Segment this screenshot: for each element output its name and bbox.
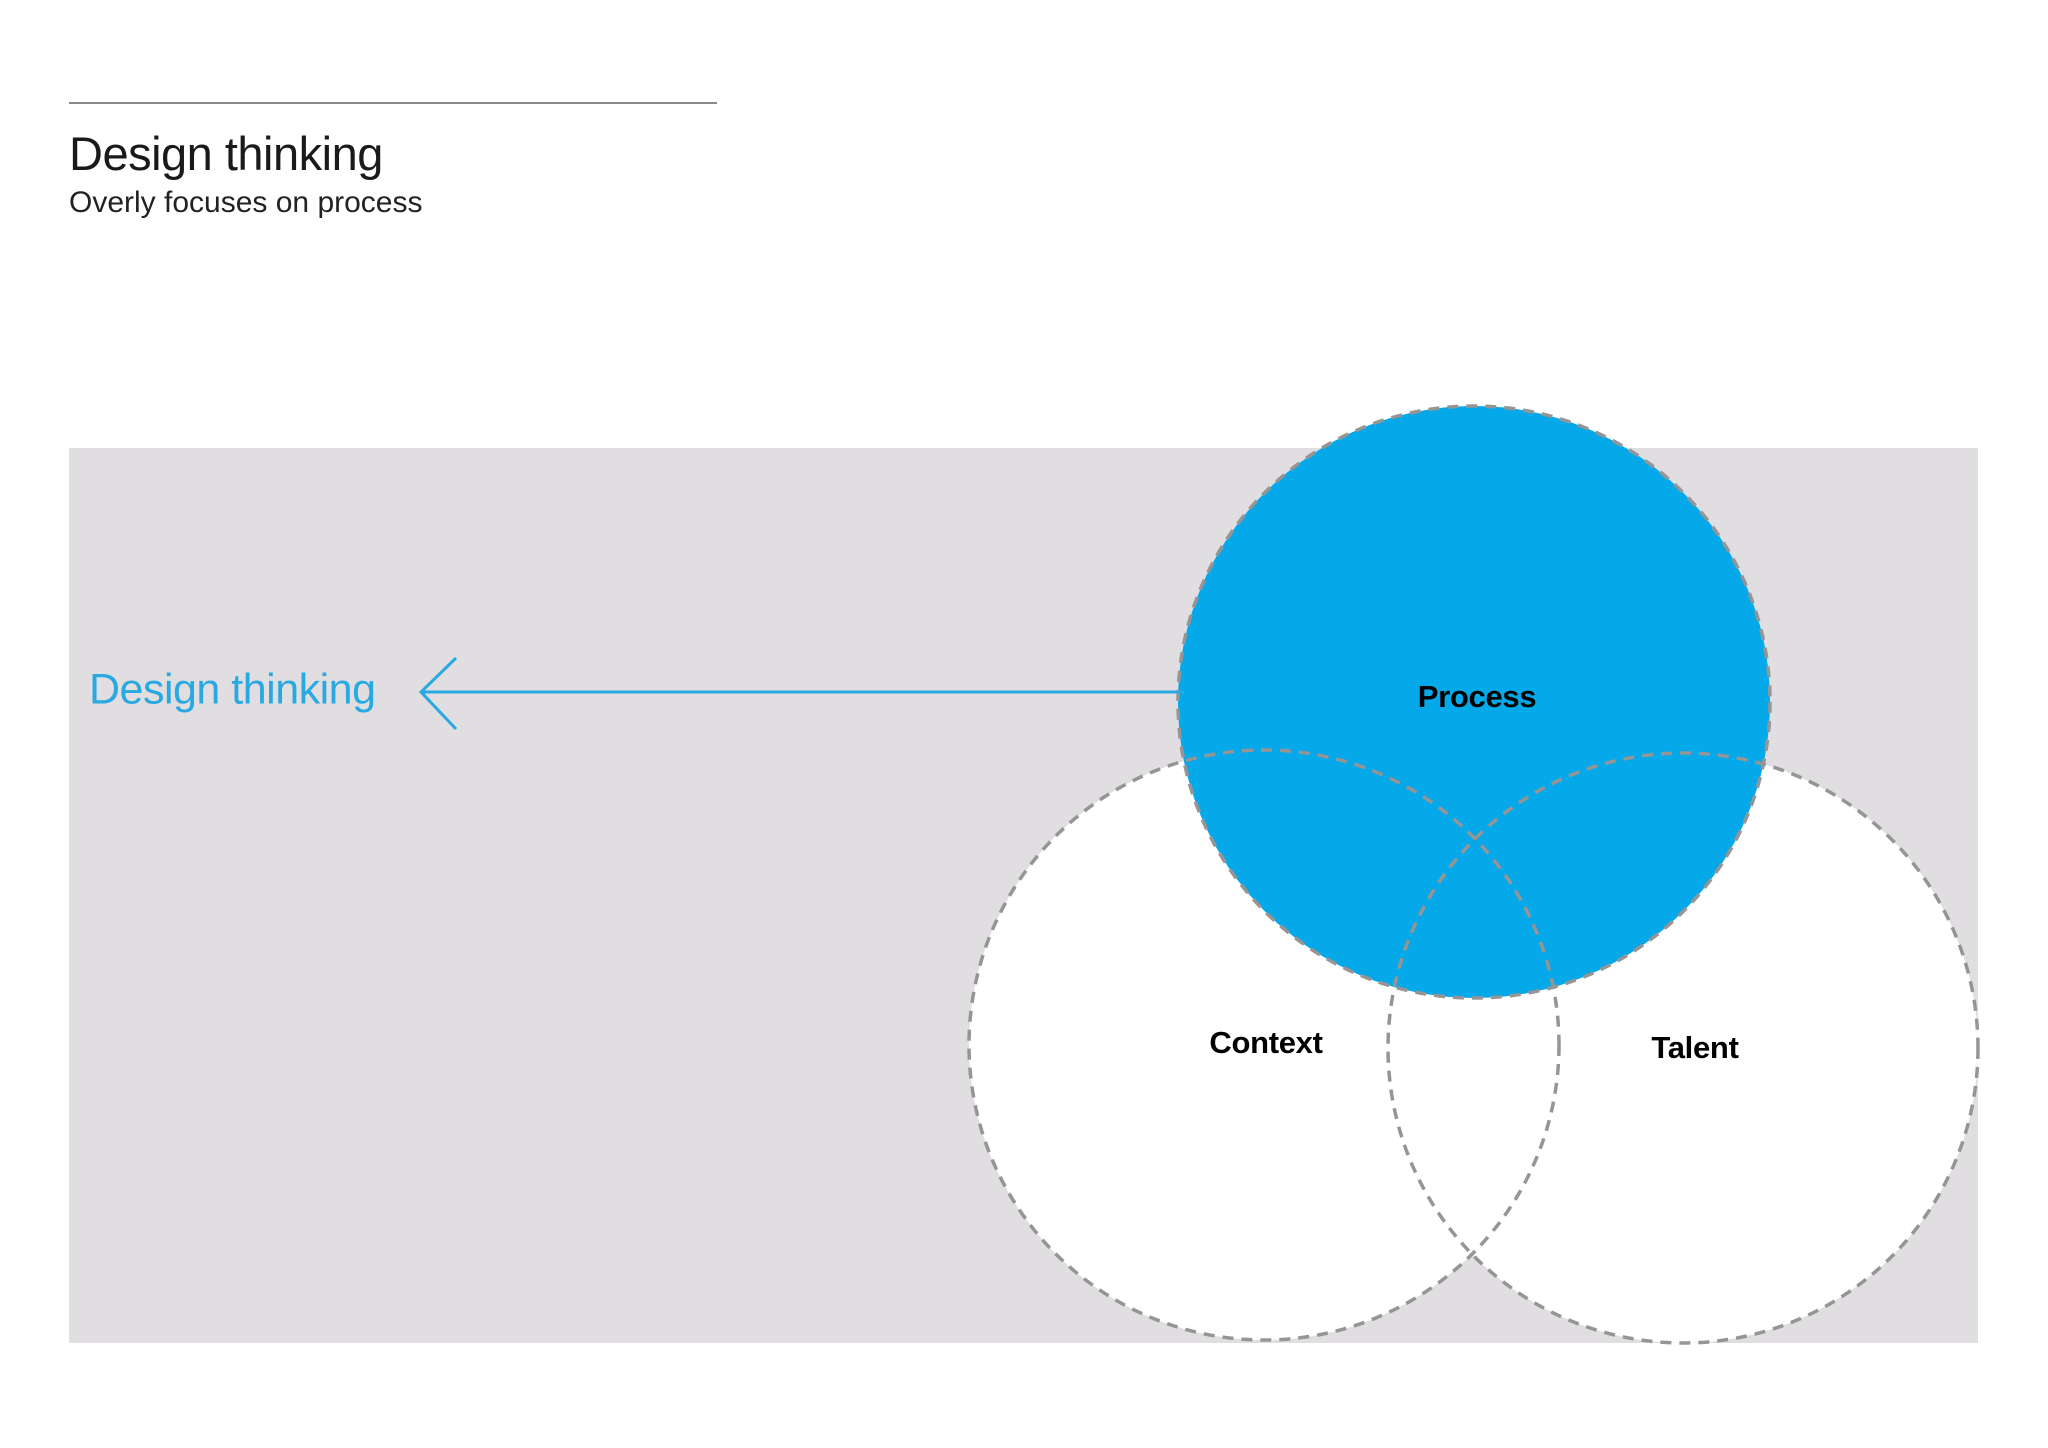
diagram-panel <box>69 448 1978 1343</box>
annotation-label: Design thinking <box>89 665 376 714</box>
venn-label-talent: Talent <box>1651 1030 1739 1065</box>
title-rule <box>69 102 717 104</box>
venn-label-process: Process <box>1417 679 1537 714</box>
page-subtitle: Overly focuses on process <box>69 186 423 219</box>
page-title: Design thinking <box>69 127 383 180</box>
venn-label-context: Context <box>1209 1025 1323 1060</box>
